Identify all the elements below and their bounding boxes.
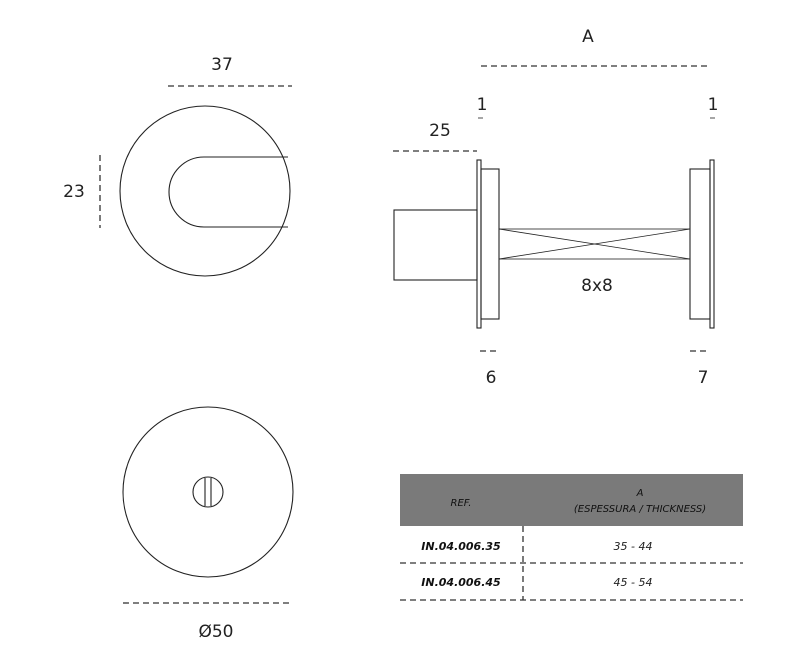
table-row-range: 45 - 54 [614, 576, 653, 589]
table-row-ref: IN.04.006.45 [421, 576, 501, 589]
width-dimension-label: 37 [211, 55, 233, 75]
left-rose [480, 168, 500, 320]
side-view: A 1 1 25 8x8 6 7 [393, 27, 718, 388]
release-rose-view: Ø50 [122, 406, 294, 642]
table-header-a: A [636, 488, 644, 499]
thumb-slot-outline [168, 156, 288, 228]
table-header-a-subtitle: (ESPESSURA / THICKNESS) [574, 504, 706, 515]
release-slot-circle [192, 476, 224, 508]
table-header-ref: REF. [451, 498, 472, 509]
left-plate [476, 159, 482, 329]
height-dimension-label: 23 [63, 182, 85, 202]
table-row-range: 35 - 44 [614, 540, 653, 553]
rose-outline [119, 105, 291, 277]
right-plate-tick-label: 1 [708, 95, 719, 115]
reference-table: REF. A (ESPESSURA / THICKNESS) IN.04.006… [400, 474, 743, 601]
knob-length-label: 25 [429, 121, 451, 141]
spindle-cross-2 [498, 228, 691, 260]
right-rose-depth-label: 7 [698, 368, 709, 388]
thumbturn-knob [393, 209, 478, 281]
left-plate-tick-label: 1 [477, 95, 488, 115]
right-plate [709, 159, 715, 329]
diameter-dimension-label: Ø50 [198, 622, 233, 642]
left-rose-depth-label: 6 [486, 368, 497, 388]
table-row-ref: IN.04.006.35 [421, 540, 501, 553]
thumbturn-front-view: 37 23 [63, 55, 292, 277]
table-header-background [400, 474, 743, 526]
right-rose [689, 168, 711, 320]
thickness-dimension-label: A [582, 27, 594, 47]
spindle-label: 8x8 [581, 276, 613, 296]
release-rose-outline [122, 406, 294, 578]
